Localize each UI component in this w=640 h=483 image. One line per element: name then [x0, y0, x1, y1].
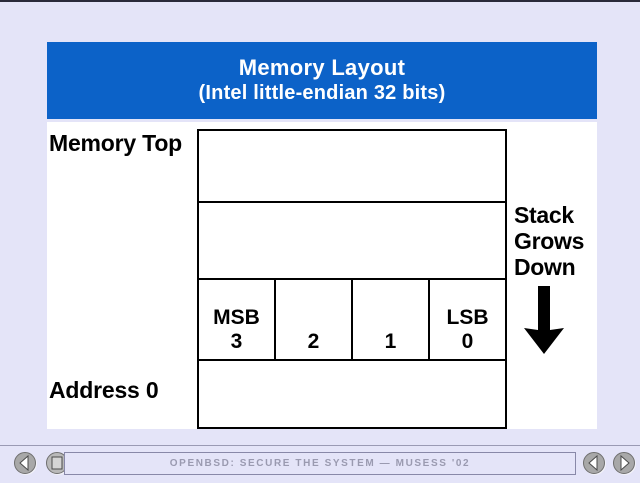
memory-top-label: Memory Top	[49, 130, 183, 156]
slide-title-line-2: (Intel little-endian 32 bits)	[198, 82, 446, 104]
memory-row-bytes: MSB 3 2 1 LSB 0	[199, 280, 505, 361]
right-triangle-icon	[620, 454, 630, 472]
byte-cell-0-number: 0	[461, 330, 474, 353]
slide-title-banner: Memory Layout (Intel little-endian 32 bi…	[47, 42, 597, 119]
footer-title-text: OpenBSD: Secure The System — MUSESS '02	[169, 458, 471, 469]
first-slide-button[interactable]	[14, 452, 38, 476]
square-icon	[51, 456, 63, 470]
byte-cell-0-tag: LSB	[446, 306, 489, 329]
memory-row-empty-top	[199, 131, 505, 203]
footer-title-bar: OpenBSD: Secure The System — MUSESS '02	[64, 452, 576, 475]
memory-layout-table: MSB 3 2 1 LSB 0	[197, 129, 507, 429]
byte-cell-0: LSB 0	[430, 280, 505, 359]
down-arrow-icon	[520, 286, 594, 361]
address-zero-label: Address 0	[49, 377, 159, 403]
byte-cell-1: 1	[353, 280, 430, 359]
slide-title-line-1: Memory Layout	[238, 55, 406, 80]
previous-slide-button[interactable]	[583, 452, 607, 476]
byte-cell-2: 2	[276, 280, 353, 359]
byte-cell-3: MSB 3	[199, 280, 276, 359]
left-triangle-icon	[588, 454, 598, 472]
left-triangle-icon	[19, 454, 29, 472]
stack-note-line-1: Stack	[514, 202, 574, 228]
stack-grows-down-note: Stack Grows Down	[514, 202, 594, 361]
byte-cell-3-tag: MSB	[213, 306, 260, 329]
memory-row-empty-bottom	[199, 361, 505, 427]
slide-footer: OpenBSD: Secure The System — MUSESS '02	[0, 445, 640, 483]
next-slide-button[interactable]	[613, 452, 637, 476]
byte-cell-3-number: 3	[230, 330, 243, 353]
stack-note-line-3: Down	[514, 254, 576, 280]
memory-row-empty-mid	[199, 203, 505, 280]
slide-content-area: Memory Top Address 0 MSB 3 2 1	[47, 122, 597, 429]
byte-cell-2-number: 2	[307, 330, 320, 353]
stack-note-line-2: Grows	[514, 228, 585, 254]
byte-cell-1-number: 1	[384, 330, 397, 353]
